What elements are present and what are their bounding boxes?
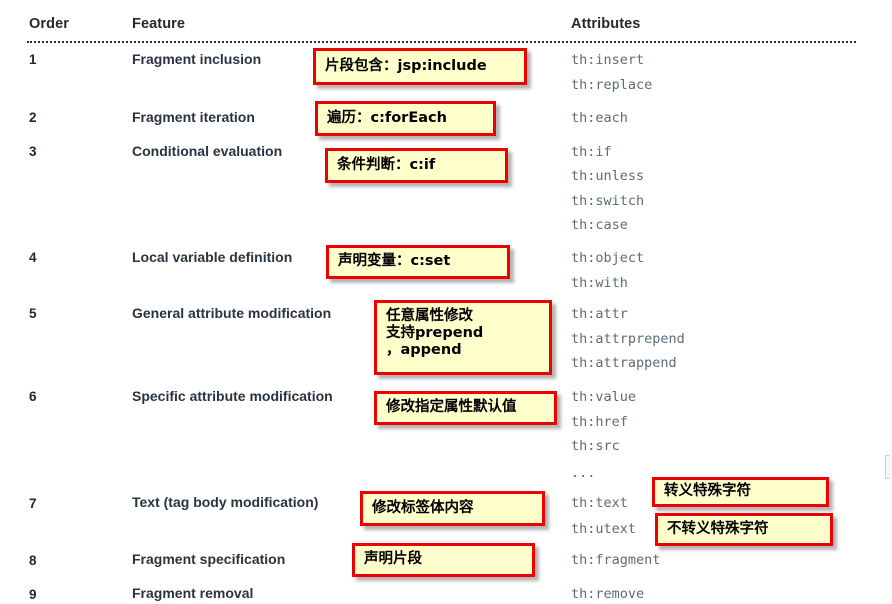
annotation-specific-attribute: 修改指定属性默认值 [374, 391, 557, 425]
attribute-item: th:src [571, 438, 620, 454]
table-row-feature: Local variable definition [132, 249, 293, 265]
annotation-conditional-evaluation: 条件判断：c:if [325, 148, 508, 183]
table-row-order: 4 [29, 250, 37, 265]
attribute-ellipsis: ... [571, 465, 596, 481]
column-header-attributes: Attributes [571, 16, 641, 32]
attribute-item: th:case [571, 217, 628, 233]
annotation-fragment-iteration: 遍历：c:forEach [315, 101, 496, 136]
annotation-local-variable: 声明变量：c:set [326, 245, 510, 279]
attribute-item: th:attrappend [571, 355, 677, 371]
attribute-item: th:replace [571, 77, 653, 93]
table-row-order: 6 [29, 389, 37, 404]
table-row-feature: Specific attribute modification [132, 388, 333, 404]
attribute-item: th:with [571, 275, 628, 291]
attribute-item: th:insert [571, 52, 645, 68]
scrollbar-sliver[interactable] [885, 455, 890, 479]
table-row-feature: General attribute modification [132, 305, 332, 321]
attribute-item: th:each [571, 110, 628, 126]
table-row-order: 8 [29, 553, 37, 568]
table-row-feature: Conditional evaluation [132, 143, 283, 159]
table-row-feature: Fragment inclusion [132, 51, 262, 67]
attribute-item: th:unless [571, 168, 645, 184]
table-row-order: 7 [29, 496, 37, 511]
table-row-feature: Fragment removal [132, 585, 254, 601]
attribute-item: th:value [571, 389, 637, 405]
attribute-item: th:fragment [571, 552, 661, 568]
attribute-item: th:remove [571, 586, 645, 602]
annotation-general-attribute: 任意属性修改 支持prepend ，append [374, 300, 552, 375]
column-header-feature: Feature [132, 16, 186, 32]
column-header-order: Order [29, 16, 69, 32]
attribute-item: th:href [571, 414, 628, 430]
annotation-escape-special-chars: 转义特殊字符 [652, 477, 829, 507]
annotation-fragment-specification: 声明片段 [352, 543, 535, 577]
annotation-fragment-inclusion: 片段包含：jsp:include [313, 48, 527, 85]
attribute-item: th:object [571, 250, 645, 266]
table-row-order: 5 [29, 306, 37, 321]
attribute-item: th:switch [571, 193, 645, 209]
attribute-item: th:attrprepend [571, 331, 685, 347]
table-row-order: 3 [29, 144, 37, 159]
attribute-item: th:utext [571, 521, 637, 537]
table-row-order: 2 [29, 110, 37, 125]
header-divider [27, 41, 856, 43]
annotation-text-body: 修改标签体内容 [360, 491, 545, 526]
table-row-feature: Fragment iteration [132, 109, 255, 125]
table-row-order: 1 [29, 52, 37, 67]
table-row-feature: Fragment specification [132, 551, 286, 567]
annotation-no-escape-special-chars: 不转义特殊字符 [655, 513, 833, 546]
table-row-feature: Text (tag body modification) [132, 494, 319, 510]
attribute-item: th:attr [571, 306, 628, 322]
table-row-order: 9 [29, 587, 37, 602]
attribute-item: th:if [571, 144, 612, 160]
attribute-item: th:text [571, 495, 628, 511]
